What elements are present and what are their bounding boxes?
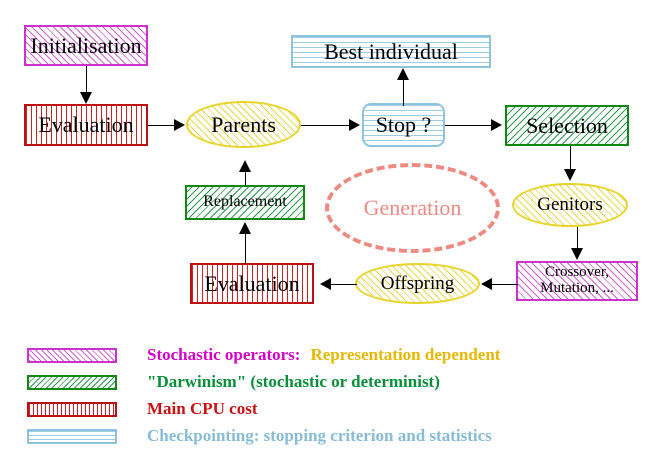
legend-swatch-green-diagonal-hatch-icon: [27, 374, 117, 390]
edge-eval-to-parents-arrow: [174, 119, 185, 131]
node-generation-group: Generation: [325, 163, 500, 253]
legend-label-darwinism: "Darwinism" (stochastic or determinist): [147, 372, 440, 391]
node-evaluation-top-label: Evaluation: [38, 112, 134, 138]
node-stop[interactable]: Stop ?: [362, 103, 445, 147]
node-generation-label: Generation: [363, 195, 462, 221]
edge-crossover-to-offspring-arrow: [481, 278, 492, 290]
edge-parents-to-stop-arrow: [349, 119, 360, 131]
edge-stop-to-best-line: [403, 80, 404, 106]
node-crossover-line1: Crossover,: [545, 264, 609, 281]
node-parents[interactable]: Parents: [186, 101, 301, 148]
node-evaluation-top[interactable]: Evaluation: [24, 104, 148, 146]
legend-row-checkpointing: Checkpointing: stopping criterion and st…: [27, 425, 492, 447]
node-crossover-mutation[interactable]: Crossover, Mutation, ...: [516, 261, 638, 301]
node-best-individual-label: Best individual: [324, 38, 458, 64]
edge-init-to-eval-arrow: [80, 92, 92, 104]
edge-init-to-eval-line: [86, 66, 87, 94]
node-initialisation-label: Initialisation: [30, 32, 142, 58]
node-initialisation[interactable]: Initialisation: [24, 25, 148, 66]
node-genitors-label: Genitors: [537, 194, 603, 216]
node-offspring[interactable]: Offspring: [355, 263, 480, 304]
legend-label-cpu-cost: Main CPU cost: [147, 399, 258, 418]
node-selection-label: Selection: [526, 112, 608, 138]
edge-parents-to-stop-line: [301, 125, 351, 126]
edge-replacement-to-parents-arrow: [239, 160, 251, 172]
node-stop-label: Stop ?: [375, 112, 432, 138]
edge-eval-to-replacement-arrow: [239, 222, 251, 234]
legend-row-stochastic: Stochastic operators: Representation dep…: [27, 344, 500, 366]
node-selection[interactable]: Selection: [505, 105, 629, 146]
edge-stop-to-best-arrow: [397, 68, 409, 80]
edge-offspring-to-eval-arrow: [320, 278, 331, 290]
node-parents-label: Parents: [211, 111, 276, 137]
edge-selection-to-genitors-line: [570, 146, 571, 171]
edge-offspring-to-eval-line: [331, 284, 357, 285]
edge-genitors-to-crossover-line: [577, 227, 578, 249]
edge-eval-to-replacement-line: [245, 232, 246, 264]
edge-stop-to-selection-line: [445, 125, 492, 126]
legend-row-darwinism: "Darwinism" (stochastic or determinist): [27, 371, 440, 393]
node-evaluation-bottom-label: Evaluation: [204, 270, 300, 296]
edge-replacement-to-parents-line: [245, 172, 246, 186]
legend-swatch-magenta-diagonal-hatch-icon: [27, 347, 117, 363]
node-replacement-label: Replacement: [203, 193, 287, 211]
legend-swatch-blue-horizontal-hatch-icon: [27, 428, 117, 444]
legend-label-stochastic: Stochastic operators:: [147, 345, 301, 364]
edge-stop-to-selection-arrow: [491, 119, 502, 131]
legend-label-checkpointing: Checkpointing: stopping criterion and st…: [147, 426, 492, 445]
edge-eval-to-parents-line: [148, 125, 178, 126]
node-evaluation-bottom[interactable]: Evaluation: [190, 263, 314, 304]
legend-label-representation-dependent: Representation dependent: [310, 345, 501, 364]
node-best-individual[interactable]: Best individual: [291, 35, 491, 68]
legend-row-cpu-cost: Main CPU cost: [27, 398, 257, 420]
edge-selection-to-genitors-arrow: [564, 169, 576, 181]
node-replacement[interactable]: Replacement: [185, 185, 305, 220]
edge-crossover-to-offspring-line: [492, 284, 518, 285]
legend-swatch-red-vertical-hatch-icon: [27, 401, 117, 417]
node-crossover-line2: Mutation, ...: [540, 280, 614, 296]
node-genitors[interactable]: Genitors: [512, 183, 628, 227]
node-offspring-label: Offspring: [380, 272, 455, 294]
edge-genitors-to-crossover-arrow: [571, 248, 583, 260]
